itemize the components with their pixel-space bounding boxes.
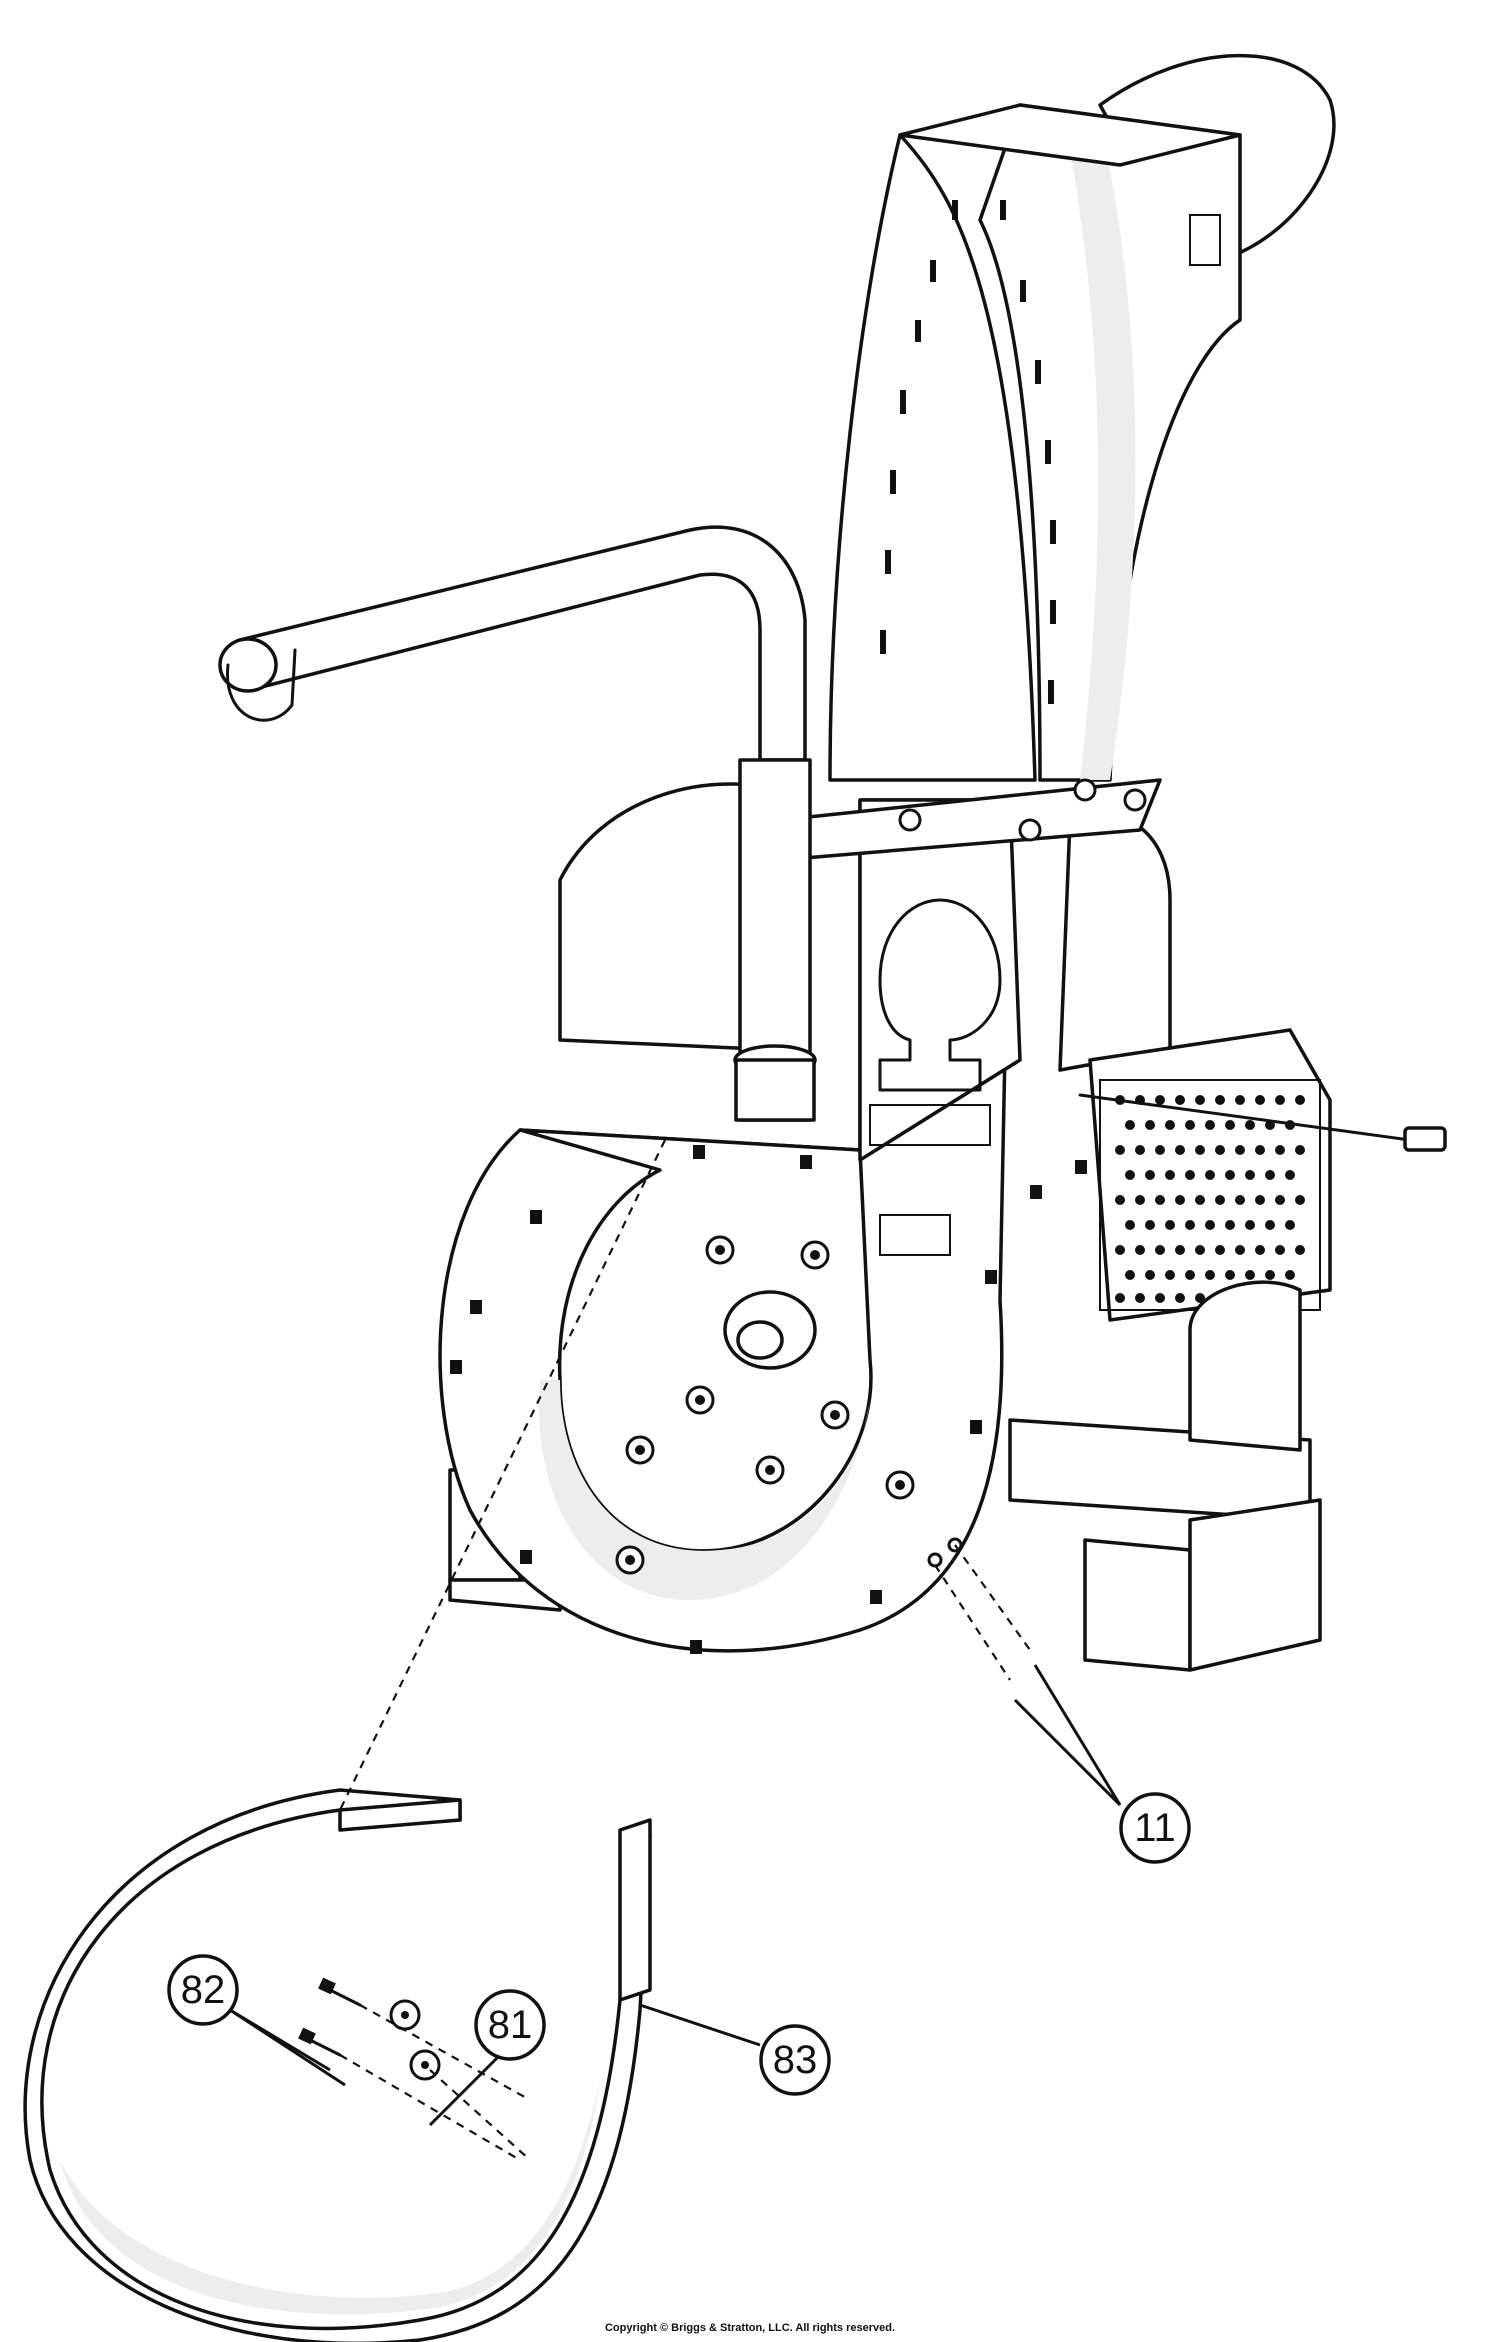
callout-83: 83 <box>759 2024 831 2096</box>
callout-11-label: 11 <box>1134 1806 1176 1850</box>
engine <box>558 782 1447 1322</box>
callout-81: 81 <box>474 1989 546 2061</box>
assembly-lines <box>339 1139 1031 2161</box>
housing-liner <box>23 1788 652 2342</box>
discharge-chute <box>828 53 1336 782</box>
callout-83-label: 83 <box>773 2038 818 2082</box>
blower-housing <box>438 778 1162 1653</box>
flange-bolts <box>783 778 1147 842</box>
chute-slots <box>880 200 1056 704</box>
housing-bolts <box>615 1235 915 1575</box>
impeller-hub <box>450 1145 1087 1654</box>
callout-11: 11 <box>1119 1792 1191 1864</box>
frame-base <box>448 1280 1322 1672</box>
handle-support-tube <box>733 758 817 1122</box>
deflector-handle <box>218 525 807 762</box>
copyright-notice: Copyright © Briggs & Stratton, LLC. All … <box>604 2322 896 2334</box>
callout-81-label: 81 <box>488 2003 533 2047</box>
leader-lines <box>229 1664 1122 2127</box>
rim-bolts <box>450 1145 1087 1654</box>
muffler-guard-perforation <box>1099 1079 1321 1311</box>
liner-screws <box>298 1977 362 2057</box>
chute-label <box>1189 214 1221 266</box>
callout-82-label: 82 <box>181 1968 226 2012</box>
callout-82: 82 <box>167 1954 239 2026</box>
